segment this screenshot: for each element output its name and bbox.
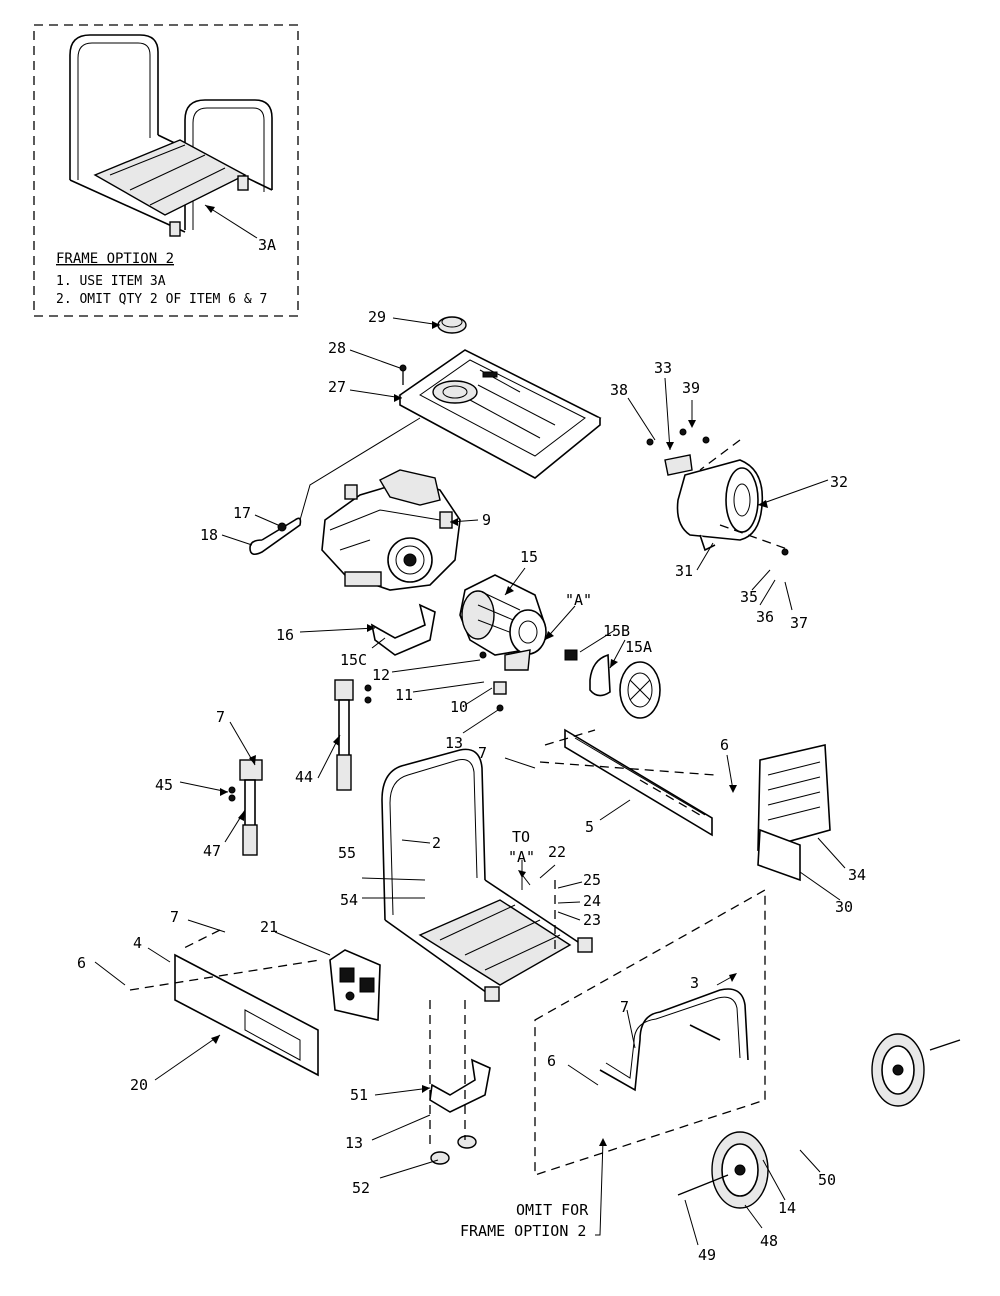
callout-48: 48	[760, 1232, 778, 1250]
bolts-10-13	[479, 651, 507, 712]
callout-25: 25	[583, 871, 601, 889]
callout-11: 11	[395, 686, 413, 704]
callout-5: 5	[585, 818, 594, 836]
callout-10: 10	[450, 698, 468, 716]
control-panel-21	[329, 949, 381, 1021]
callout-35: 35	[740, 588, 758, 606]
callout-32: 32	[830, 473, 848, 491]
callout-ref-A: "A"	[565, 591, 592, 609]
callout-37: 37	[790, 614, 808, 632]
omit-note-line1: OMIT FOR	[516, 1201, 589, 1219]
handle-44	[334, 679, 372, 791]
callout-39: 39	[682, 379, 700, 397]
callout-24: 24	[583, 892, 601, 910]
wheel-48-rear	[871, 1033, 961, 1107]
callout-15C: 15C	[340, 651, 367, 669]
callout-29: 29	[368, 308, 386, 326]
callout-15A: 15A	[625, 638, 652, 656]
callout-51: 51	[350, 1086, 368, 1104]
callout-9: 9	[482, 511, 491, 529]
callout-30: 30	[835, 898, 853, 916]
callout-labels: 29 28 27 17 18 9 15 "A" 15B 15A 16 15C 1…	[77, 308, 866, 1264]
callout-6-rail: 6	[720, 736, 729, 754]
callout-47: 47	[203, 842, 221, 860]
rail-5	[564, 728, 713, 837]
callout-16: 16	[276, 626, 294, 644]
alternator-cover-15A	[589, 653, 661, 719]
callout-13-upper: 13	[445, 734, 463, 752]
callout-to-A: "A"	[508, 848, 535, 866]
heat-shield-34	[757, 744, 831, 882]
callout-28: 28	[328, 339, 346, 357]
callout-45: 45	[155, 776, 173, 794]
callout-31: 31	[675, 562, 693, 580]
muffler	[646, 428, 789, 556]
callout-33: 33	[654, 359, 672, 377]
callout-4: 4	[133, 934, 142, 952]
inset-title: FRAME OPTION 2	[56, 251, 174, 267]
callout-52: 52	[352, 1179, 370, 1197]
bracket-51	[429, 1058, 491, 1113]
callout-49: 49	[698, 1246, 716, 1264]
callout-20: 20	[130, 1076, 148, 1094]
leader-lines	[94, 317, 846, 1246]
fuel-cap	[437, 316, 467, 334]
callout-7-handle: 7	[216, 708, 225, 726]
callout-15B: 15B	[603, 622, 630, 640]
engine	[321, 469, 461, 591]
callout-7-left: 7	[170, 908, 179, 926]
callout-6-left: 6	[77, 954, 86, 972]
callout-38: 38	[610, 381, 628, 399]
callout-21: 21	[260, 918, 278, 936]
fuel-tank	[398, 349, 602, 479]
callout-2: 2	[432, 834, 441, 852]
callout-27: 27	[328, 378, 346, 396]
callout-22: 22	[548, 843, 566, 861]
callout-50: 50	[818, 1171, 836, 1189]
brush-15B	[564, 649, 578, 661]
callout-23: 23	[583, 911, 601, 929]
callout-6-frame3: 6	[547, 1052, 556, 1070]
handle-47	[228, 759, 263, 856]
fuel-line-18	[249, 517, 302, 556]
main-frame	[381, 748, 593, 1002]
callout-34: 34	[848, 866, 866, 884]
callout-14: 14	[778, 1199, 796, 1217]
inset-note-2: 2. OMIT QTY 2 OF ITEM 6 & 7	[56, 292, 267, 307]
callout-36: 36	[756, 608, 774, 626]
screw-28	[399, 364, 407, 385]
callout-54: 54	[340, 891, 358, 909]
frame-3a-drawing	[69, 34, 273, 237]
inset-note-1: 1. USE ITEM 3A	[56, 274, 166, 289]
callout-15: 15	[520, 548, 538, 566]
callout-3A: 3A	[258, 236, 276, 254]
rail-4	[174, 953, 319, 1077]
callout-7-frame3: 7	[620, 998, 629, 1016]
alternator	[459, 574, 547, 671]
callout-17: 17	[233, 504, 251, 522]
frame-3	[599, 988, 749, 1092]
callout-7-rail: 7	[478, 744, 487, 762]
callout-to: TO	[512, 828, 530, 846]
wheel-48-front	[677, 1131, 769, 1209]
callout-55: 55	[338, 844, 356, 862]
callout-18: 18	[200, 526, 218, 544]
callout-3: 3	[690, 974, 699, 992]
omit-note-line2: FRAME OPTION 2	[460, 1222, 586, 1240]
frame-option-2-inset: 3A FRAME OPTION 2 1. USE ITEM 3A 2. OMIT…	[33, 24, 299, 317]
bracket-16	[370, 603, 436, 656]
callout-44: 44	[295, 768, 313, 786]
callout-12: 12	[372, 666, 390, 684]
clamp-17	[277, 522, 287, 532]
callout-13-lower: 13	[345, 1134, 363, 1152]
